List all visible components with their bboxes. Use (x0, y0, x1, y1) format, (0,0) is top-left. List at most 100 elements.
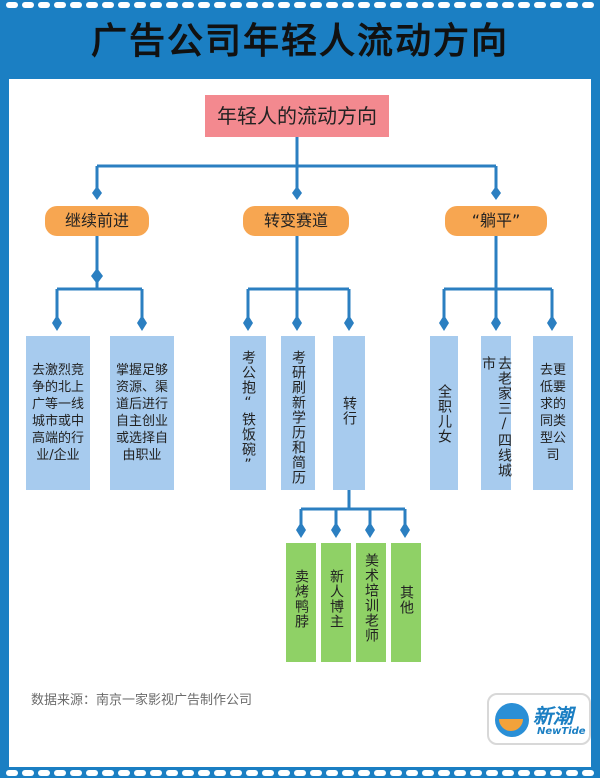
leaf-startup: 掌握足够资源、渠道后进行自主创业或选择自由职业 (110, 336, 174, 490)
border-dot (278, 2, 290, 8)
career-art-teacher: 美术培训老师 (356, 543, 386, 662)
leaf-career-change: 转行 (333, 336, 365, 490)
border-dot (518, 770, 530, 776)
border-dot (550, 770, 562, 776)
border-dot (486, 2, 498, 8)
border-dot (86, 2, 98, 8)
border-dot (70, 2, 82, 8)
border-dot (470, 770, 482, 776)
career-text: 其他 (398, 585, 414, 615)
border-dot (54, 2, 66, 8)
wave-logo-icon (495, 703, 529, 737)
border-dot (70, 770, 82, 776)
border-dot (214, 770, 226, 776)
border-dot (470, 2, 482, 8)
border-dot (102, 2, 114, 8)
logo-cn-text: 新潮 (533, 704, 573, 728)
border-dot (550, 2, 562, 8)
watermark: 新潮 (538, 746, 563, 760)
border-dot (54, 770, 66, 776)
border-dot (486, 770, 498, 776)
logo-en-text: NewTide (537, 726, 586, 737)
root-node: 年轻人的流动方向 (205, 95, 389, 137)
leaf-text: 转行 (341, 396, 357, 426)
border-dot (422, 770, 434, 776)
border-dot (246, 2, 258, 8)
border-dot (582, 770, 594, 776)
border-dot (182, 2, 194, 8)
border-dot (102, 770, 114, 776)
border-dot (454, 2, 466, 8)
border-dot (22, 770, 34, 776)
border-dot (294, 2, 306, 8)
border-dot (502, 770, 514, 776)
data-source: 数据来源：南京一家影视广告制作公司 (31, 693, 253, 708)
border-dot (230, 770, 242, 776)
border-dot (6, 770, 18, 776)
border-dot (566, 2, 578, 8)
border-dot (406, 770, 418, 776)
border-dot (118, 2, 130, 8)
border-dot (294, 770, 306, 776)
bottom-dot-border (0, 770, 600, 780)
border-dot (582, 2, 594, 8)
career-text: 美术培训老师 (363, 553, 379, 643)
branch-continue: 继续前进 (45, 206, 149, 236)
leaf-hometown-city: 去老家三/四线城市 (480, 336, 512, 490)
border-dot (534, 2, 546, 8)
border-dot (150, 770, 162, 776)
border-dot (38, 2, 50, 8)
career-other: 其他 (391, 543, 421, 662)
border-dot (134, 2, 146, 8)
leaf-text: 考公抱“铁饭碗” (240, 350, 256, 474)
border-dot (150, 2, 162, 8)
border-dot (262, 2, 274, 8)
border-dot (566, 770, 578, 776)
border-dot (326, 2, 338, 8)
border-dot (422, 2, 434, 8)
leaf-similar-company: 去更低要求的同类型公司 (533, 336, 573, 490)
leaf-tier1-cities: 去激烈竞争的北上广等一线城市或中高端的行业/企业 (26, 336, 90, 490)
border-dot (310, 770, 322, 776)
career-text: 新人博主 (328, 569, 344, 629)
border-dot (502, 2, 514, 8)
newtide-logo: 新潮 NewTide (487, 693, 591, 745)
border-dot (342, 770, 354, 776)
border-dot (406, 2, 418, 8)
border-dot (534, 770, 546, 776)
border-dot (6, 2, 18, 8)
border-dot (374, 2, 386, 8)
border-dot (342, 2, 354, 8)
border-dot (310, 2, 322, 8)
leaf-text: 去激烈竞争的北上广等一线城市或中高端的行业/企业 (31, 363, 84, 463)
leaf-text: 考研刷新学历和简历 (290, 350, 306, 485)
border-dot (134, 770, 146, 776)
border-dot (198, 770, 210, 776)
border-dot (454, 770, 466, 776)
border-dot (326, 770, 338, 776)
border-dot (166, 770, 178, 776)
career-text: 卖烤鸭脖 (293, 569, 309, 629)
border-dot (230, 2, 242, 8)
leaf-text: 全职儿女 (436, 384, 452, 444)
border-dot (22, 2, 34, 8)
border-dot (374, 770, 386, 776)
border-dot (438, 2, 450, 8)
leaf-text: 掌握足够资源、渠道后进行自主创业或选择自由职业 (115, 363, 168, 463)
border-dot (390, 770, 402, 776)
career-blogger: 新人博主 (321, 543, 351, 662)
border-dot (246, 770, 258, 776)
top-dot-border (0, 2, 600, 12)
border-dot (278, 770, 290, 776)
border-dot (38, 770, 50, 776)
border-dot (518, 2, 530, 8)
border-dot (86, 770, 98, 776)
branch-lie-flat: “躺平” (445, 206, 547, 236)
border-dot (358, 2, 370, 8)
border-dot (358, 770, 370, 776)
leaf-graduate-exam: 考研刷新学历和简历 (281, 336, 315, 490)
border-dot (438, 770, 450, 776)
career-duck-neck: 卖烤鸭脖 (286, 543, 316, 662)
leaf-text: 去老家三/四线城市 (480, 356, 512, 478)
